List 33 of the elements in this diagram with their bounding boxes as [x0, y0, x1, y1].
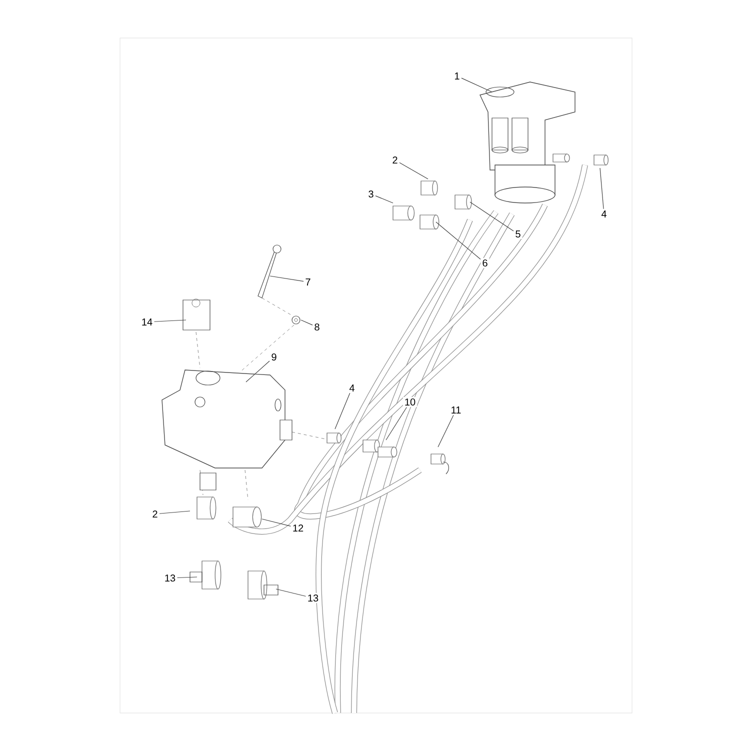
leader-line — [300, 320, 313, 326]
callout-number: 14 — [140, 317, 154, 327]
callout-number: 12 — [290, 523, 306, 533]
callout-number: 4 — [600, 209, 608, 219]
leader-line — [438, 414, 454, 448]
leader-line — [399, 162, 428, 180]
callout-number: 13 — [162, 572, 178, 584]
leader-line — [246, 360, 270, 382]
callout-number: 11 — [449, 405, 463, 415]
leader-line — [276, 588, 306, 597]
leader-line — [436, 222, 481, 260]
leader-line — [176, 576, 198, 578]
leader-line — [470, 202, 514, 232]
leader-line — [262, 518, 292, 526]
callout-number: 3 — [366, 188, 376, 200]
callout-number: 7 — [304, 277, 312, 287]
callout-number: 6 — [480, 258, 490, 268]
leader-line — [154, 320, 186, 322]
callout-number: 13 — [306, 592, 320, 604]
callout-number: 1 — [452, 71, 462, 81]
callout-number: 5 — [514, 229, 522, 239]
leader-line — [461, 78, 492, 92]
callout-number: 2 — [390, 155, 400, 165]
callout-number: 8 — [312, 322, 322, 332]
leader-line — [270, 276, 304, 282]
leader-line — [600, 168, 604, 210]
leader-line — [375, 196, 394, 204]
callout-number: 4 — [348, 383, 356, 393]
leader-line — [386, 406, 407, 440]
callout-number: 9 — [270, 352, 278, 362]
callout-number: 2 — [150, 509, 160, 519]
leader-line — [159, 510, 190, 514]
leader-line — [334, 392, 350, 430]
